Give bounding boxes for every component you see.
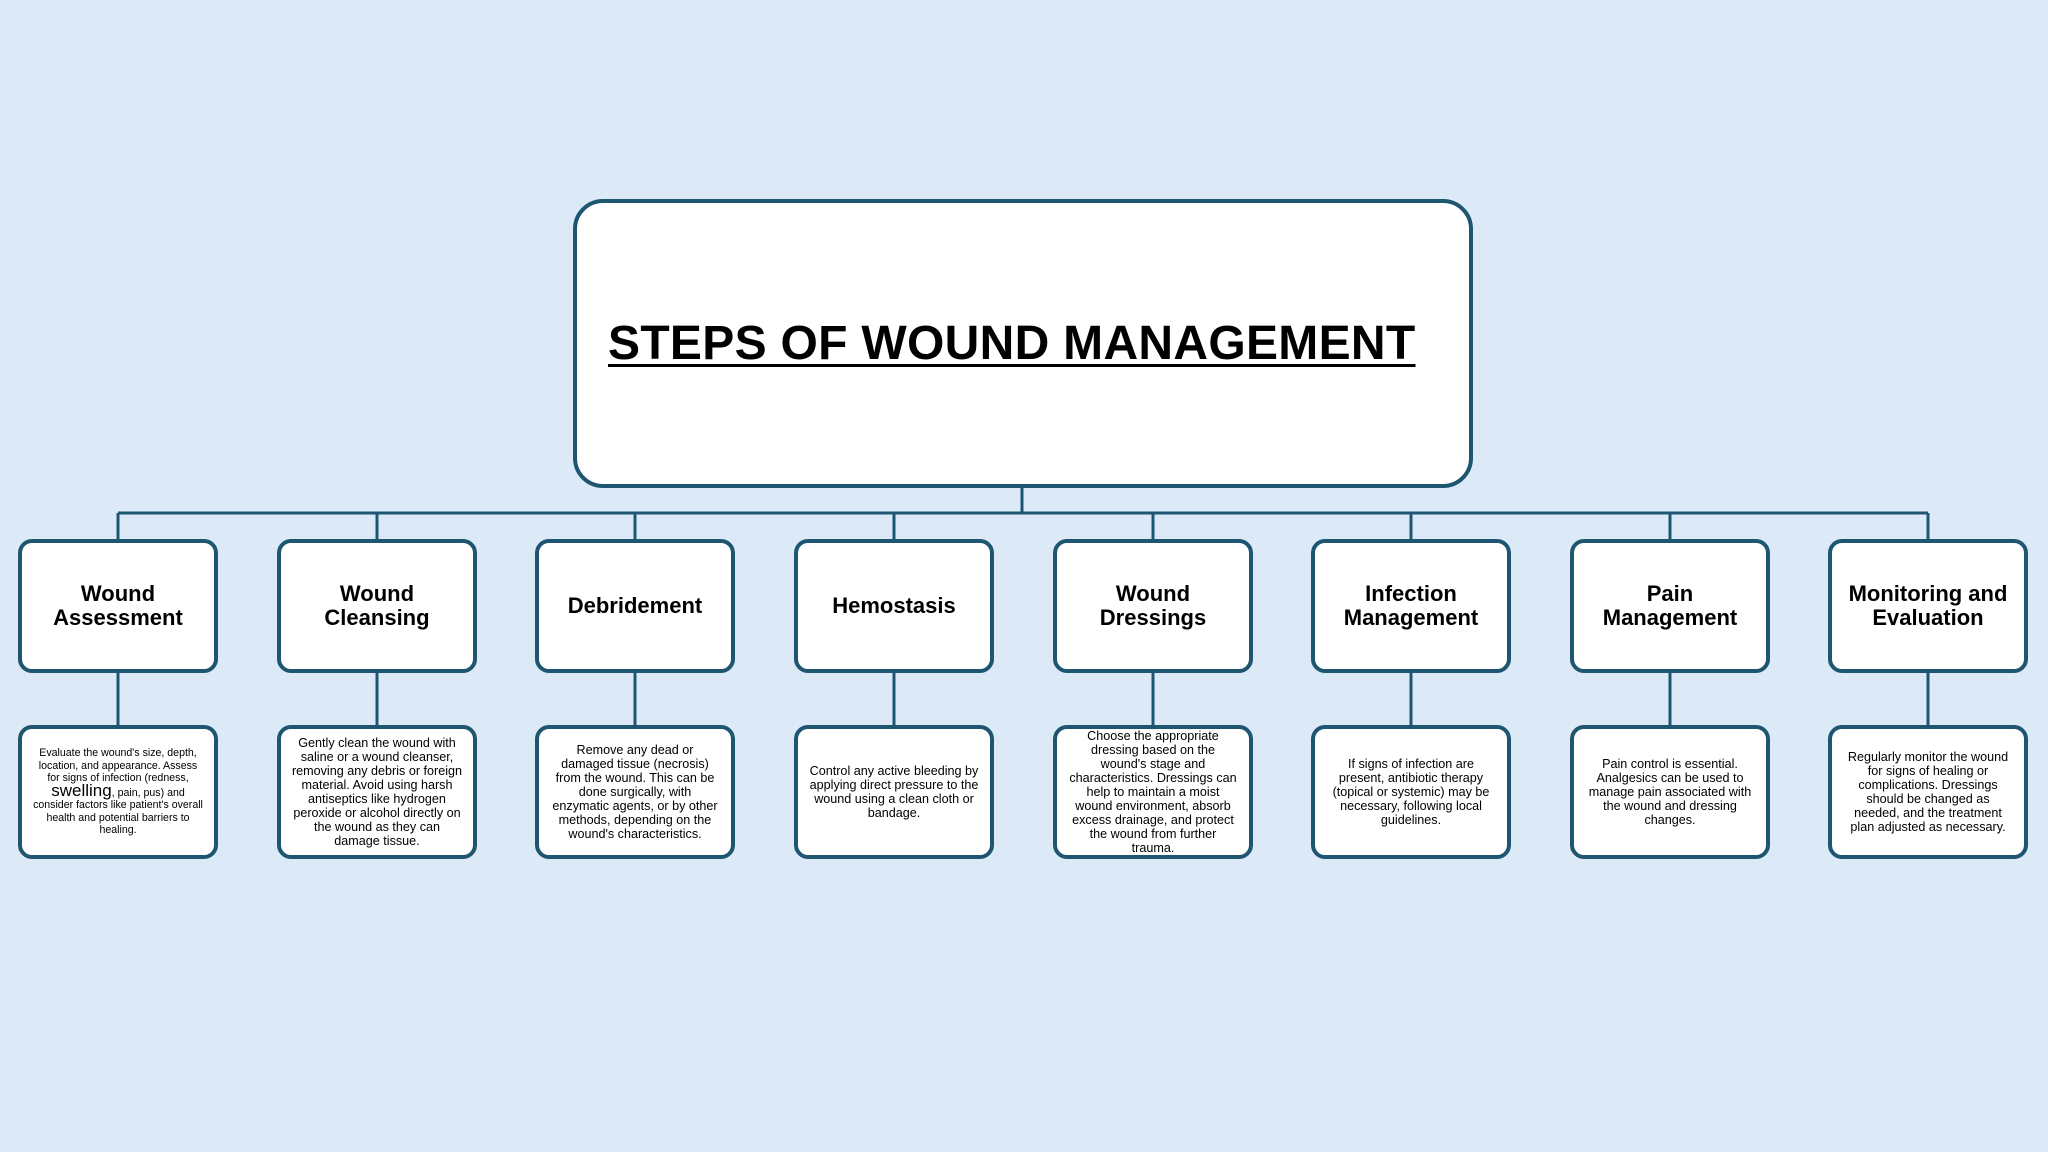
step-description: Gently clean the wound with saline or a … <box>291 736 463 848</box>
step-description: Choose the appropriate dressing based on… <box>1067 729 1239 855</box>
description-text: Gently clean the wound with saline or a … <box>291 736 463 848</box>
description-text: Control any active bleeding by applying … <box>809 764 979 820</box>
step-description: If signs of infection are present, antib… <box>1325 757 1497 827</box>
description-tail: , pain, pus) and consider factors like p… <box>33 786 203 837</box>
diagram-title: STEPS OF WOUND MANAGEMENT <box>608 317 1416 370</box>
description-text: Pain control is essential. Analgesics ca… <box>1588 757 1752 827</box>
step-description-box: Remove any dead or damaged tissue (necro… <box>535 725 735 859</box>
step-box: Debridement <box>535 539 735 673</box>
step-description-box: Choose the appropriate dressing based on… <box>1053 725 1253 859</box>
step-label: Hemostasis <box>832 593 956 618</box>
description-text: Regularly monitor the wound for signs of… <box>1847 750 2009 834</box>
step-label: Debridement <box>567 593 703 618</box>
step-description: Pain control is essential. Analgesics ca… <box>1584 757 1756 827</box>
description-text: Choose the appropriate dressing based on… <box>1069 729 1237 855</box>
root-node: STEPS OF WOUND MANAGEMENT <box>573 199 1473 488</box>
step-description: Remove any dead or damaged tissue (necro… <box>549 743 721 841</box>
step-description-box: Evaluate the wound's size, depth, locati… <box>18 725 218 859</box>
step-box: Hemostasis <box>794 539 994 673</box>
description-emphasis: swelling <box>51 780 112 800</box>
step-description-box: Pain control is essential. Analgesics ca… <box>1570 725 1770 859</box>
step-description-box: If signs of infection are present, antib… <box>1311 725 1511 859</box>
description-text: If signs of infection are present, antib… <box>1332 757 1490 827</box>
step-description: Regularly monitor the wound for signs of… <box>1842 750 2014 834</box>
step-description-box: Control any active bleeding by applying … <box>794 725 994 859</box>
step-description-box: Gently clean the wound with saline or a … <box>277 725 477 859</box>
description-text: Evaluate the wound's size, depth, locati… <box>38 746 198 785</box>
step-description-box: Regularly monitor the wound for signs of… <box>1828 725 2028 859</box>
step-description: Control any active bleeding by applying … <box>808 764 980 820</box>
description-text: Remove any dead or damaged tissue (necro… <box>552 743 718 841</box>
step-description: Evaluate the wound's size, depth, locati… <box>32 747 204 837</box>
